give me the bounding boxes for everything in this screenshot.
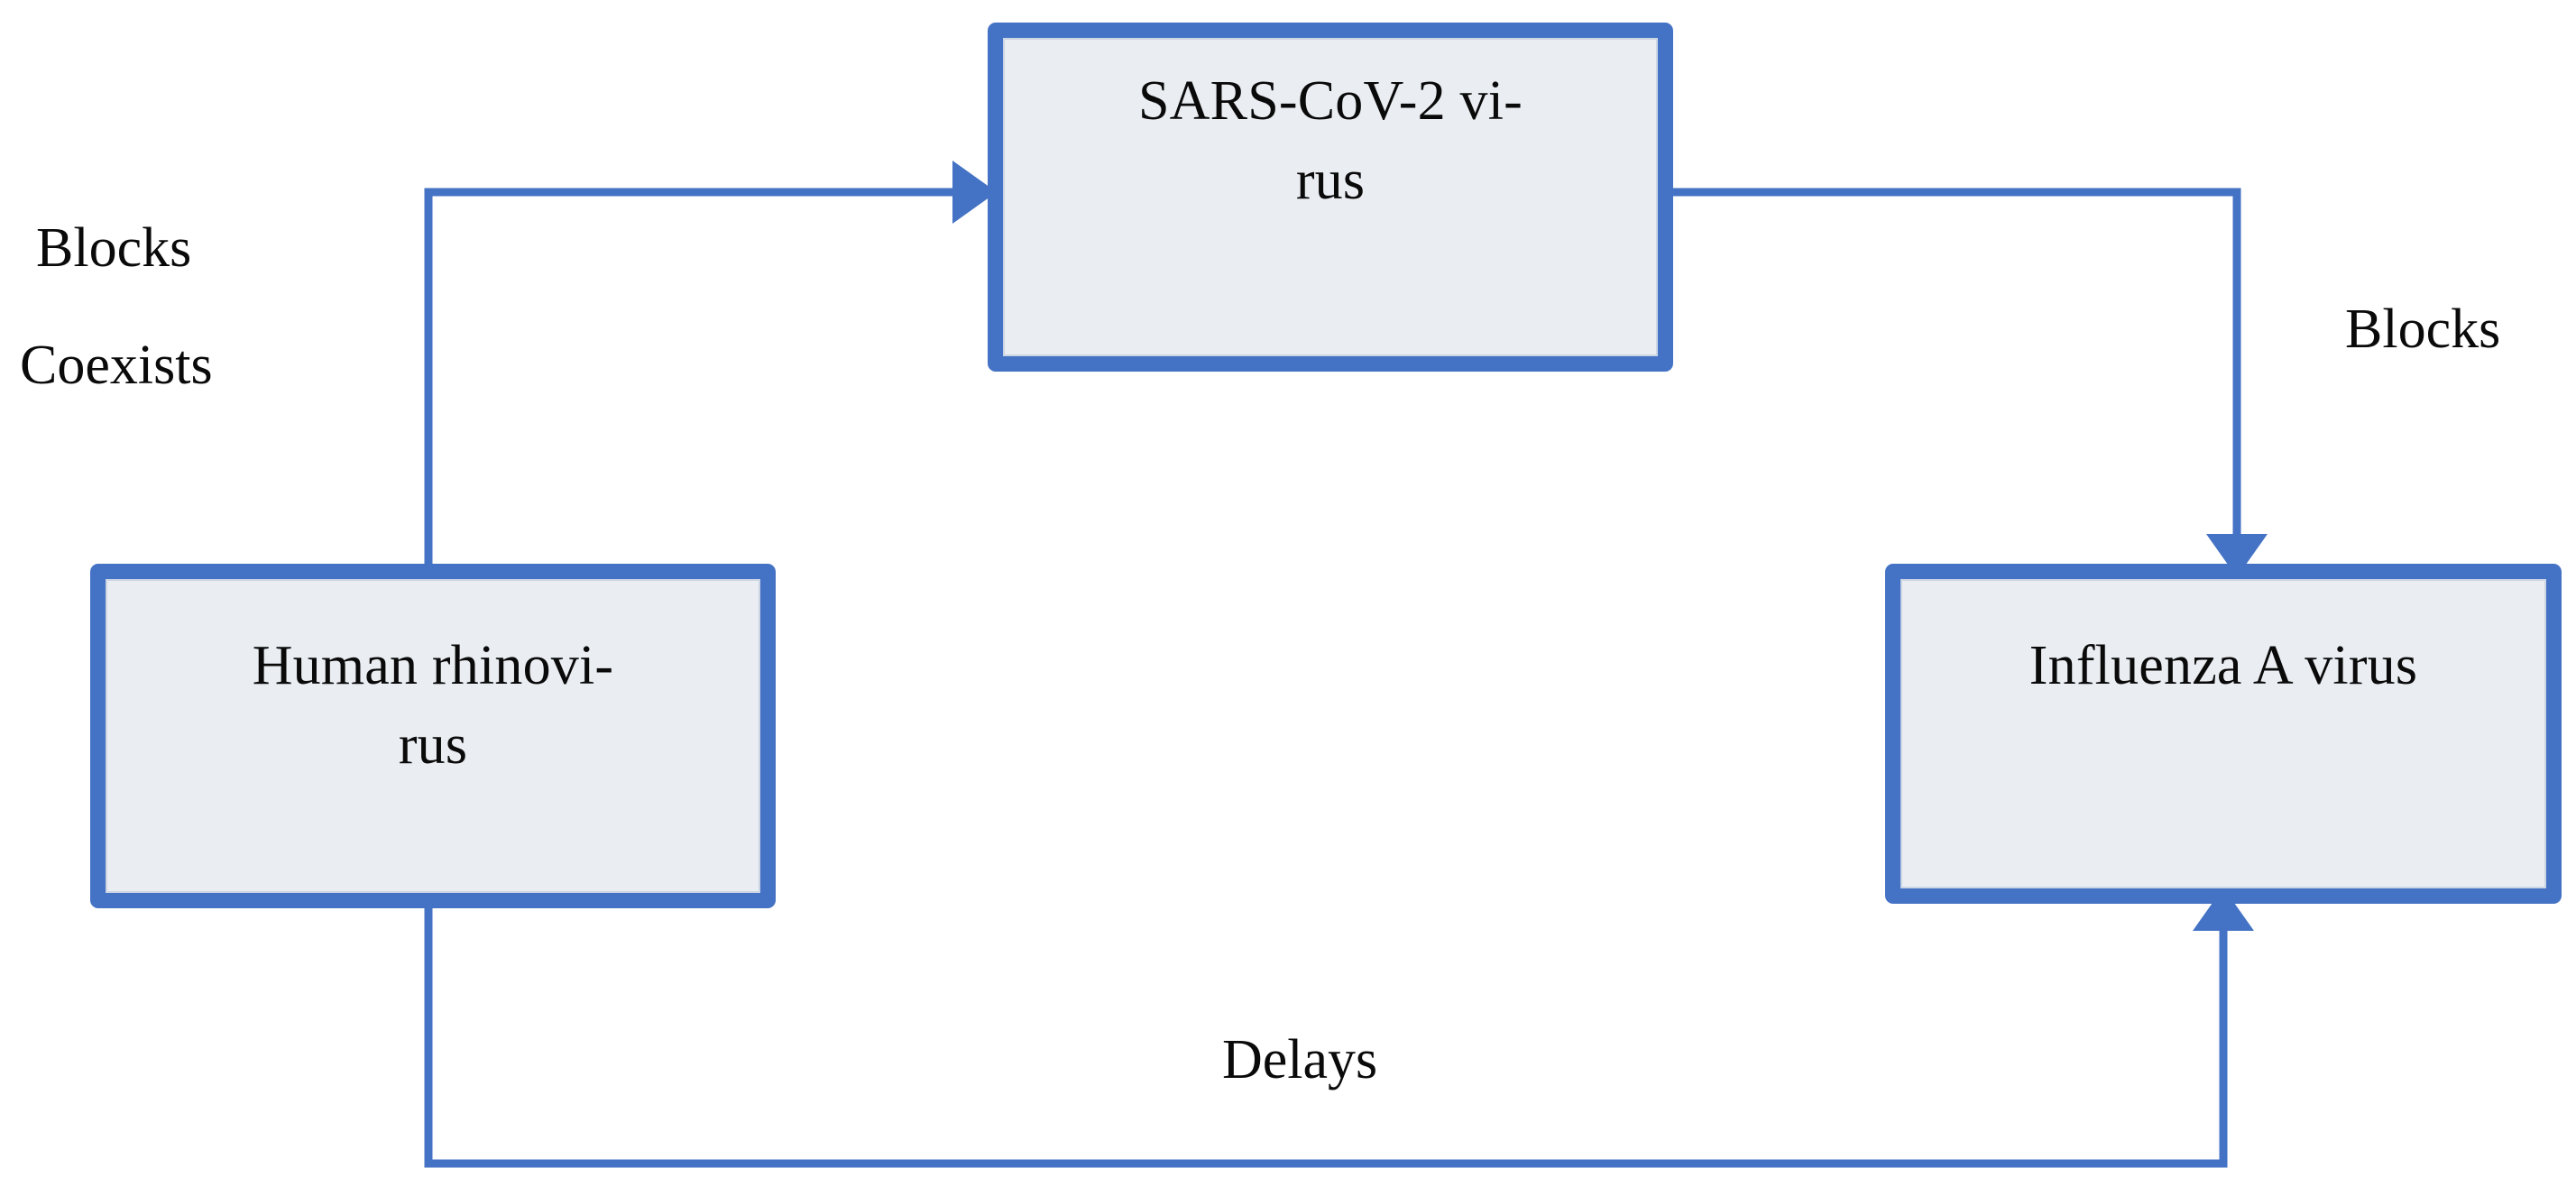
node-sars-cov-2-virus-label: SARS-CoV-2 vi- rus	[1138, 70, 1523, 212]
edge-label-delays-bottom: Delays	[1222, 1029, 1378, 1090]
edge-label-blocks-right: Blocks	[2345, 299, 2501, 360]
edge-label-coexists-left: Coexists	[20, 335, 213, 396]
connector-sars-to-influenza	[1673, 188, 2268, 577]
node-influenza-a-virus[interactable]: Influenza A virus	[1885, 564, 2562, 904]
connector-rhinovirus-to-influenza	[424, 888, 2254, 1168]
edge-label-blocks-left: Blocks	[36, 217, 192, 279]
node-human-rhinovirus-label: Human rhinovi- rus	[252, 635, 614, 777]
node-human-rhinovirus[interactable]: Human rhinovi- rus	[90, 564, 776, 908]
node-sars-cov-2-virus[interactable]: SARS-CoV-2 vi- rus	[988, 23, 1673, 372]
node-influenza-a-virus-label: Influenza A virus	[2029, 635, 2418, 696]
